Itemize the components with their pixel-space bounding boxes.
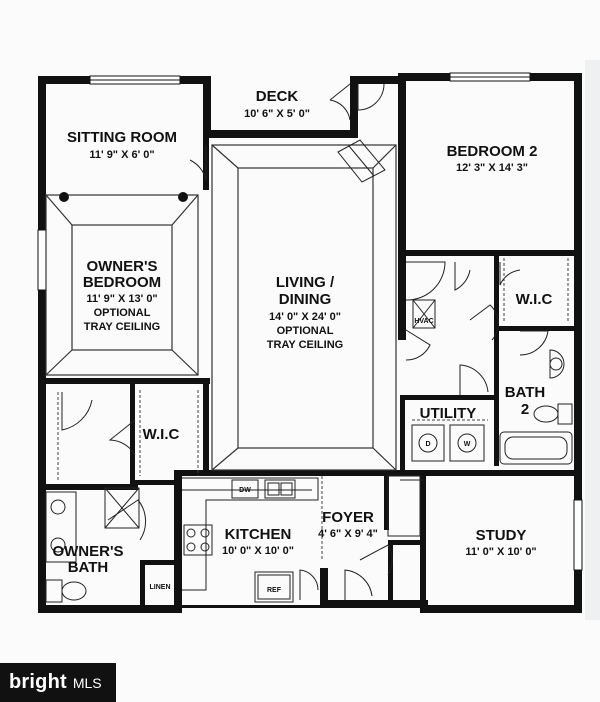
living-dims: 14' 0" X 24' 0" [269, 311, 341, 323]
interior-walls [38, 138, 582, 610]
fixture-labels: HVAC DW LINEN REF D W [150, 318, 471, 594]
dryer-label: D [425, 441, 430, 448]
washer-label: W [464, 441, 471, 448]
deck-dims: 10' 6" X 5' 0" [244, 108, 310, 120]
sitting-room-name: SITTING ROOM [67, 129, 177, 146]
kitchen-counters [182, 477, 319, 603]
living-tray-ceiling [211, 139, 397, 471]
study-dims: 11' 0" X 10' 0" [465, 546, 536, 558]
brand-suffix: MLS [72, 674, 102, 691]
laundry-appliances [411, 424, 485, 462]
sitting-room-dims: 11' 9" X 6' 0" [89, 149, 154, 161]
foyer-name: FOYER [322, 509, 374, 526]
room-labels: DECK 10' 6" X 5' 0" SITTING ROOM 11' 9" … [52, 88, 552, 576]
hvac-label: HVAC [414, 318, 433, 325]
linen-label: LINEN [150, 584, 171, 591]
foyer-dims: 4' 6" X 9' 4" [318, 528, 378, 540]
bright-mls-logo: bright MLS [0, 663, 116, 702]
owners-bath-name-1: OWNER'S [52, 543, 123, 560]
doors [61, 83, 549, 600]
bedroom2-dims: 12' 3" X 14' 3" [456, 162, 528, 174]
kitchen-name: KITCHEN [225, 526, 292, 543]
owner-bedroom-tray-ceiling [45, 192, 199, 376]
owners-bedroom-name-2: BEDROOM [83, 274, 161, 291]
kitchen-dims: 10' 0" X 10' 0" [222, 545, 294, 557]
utility-name: UTILITY [420, 405, 477, 422]
dishwasher-label: DW [239, 487, 251, 494]
living-name-1: LIVING / [276, 274, 335, 291]
bedroom2-name: BEDROOM 2 [447, 143, 538, 160]
owners-bedroom-note-1: OPTIONAL [94, 307, 151, 319]
owners-bedroom-name-1: OWNER'S [86, 258, 157, 275]
owner-bath-fixtures [45, 487, 140, 603]
living-note-1: OPTIONAL [277, 325, 334, 337]
living-name-2: DINING [279, 291, 332, 308]
study-name: STUDY [476, 527, 527, 544]
living-note-2: TRAY CEILING [267, 339, 343, 351]
wic-bedroom2-name: W.I.C [516, 291, 553, 308]
bath2-name-1: BATH [505, 384, 546, 401]
brand-word: bright [9, 671, 67, 693]
owners-bath-name-2: BATH [68, 559, 109, 576]
deck-name: DECK [256, 88, 299, 105]
owners-bedroom-note-2: TRAY CEILING [84, 321, 160, 333]
wic-owner-name: W.I.C [143, 426, 180, 443]
foyer-closet [321, 475, 421, 560]
closet-shelving [57, 258, 569, 480]
bath2-name-2: 2 [521, 401, 529, 418]
refrigerator-label: REF [267, 587, 282, 594]
owners-bedroom-dims: 11' 9" X 13' 0" [86, 293, 157, 305]
bath2-fixtures [499, 349, 573, 465]
